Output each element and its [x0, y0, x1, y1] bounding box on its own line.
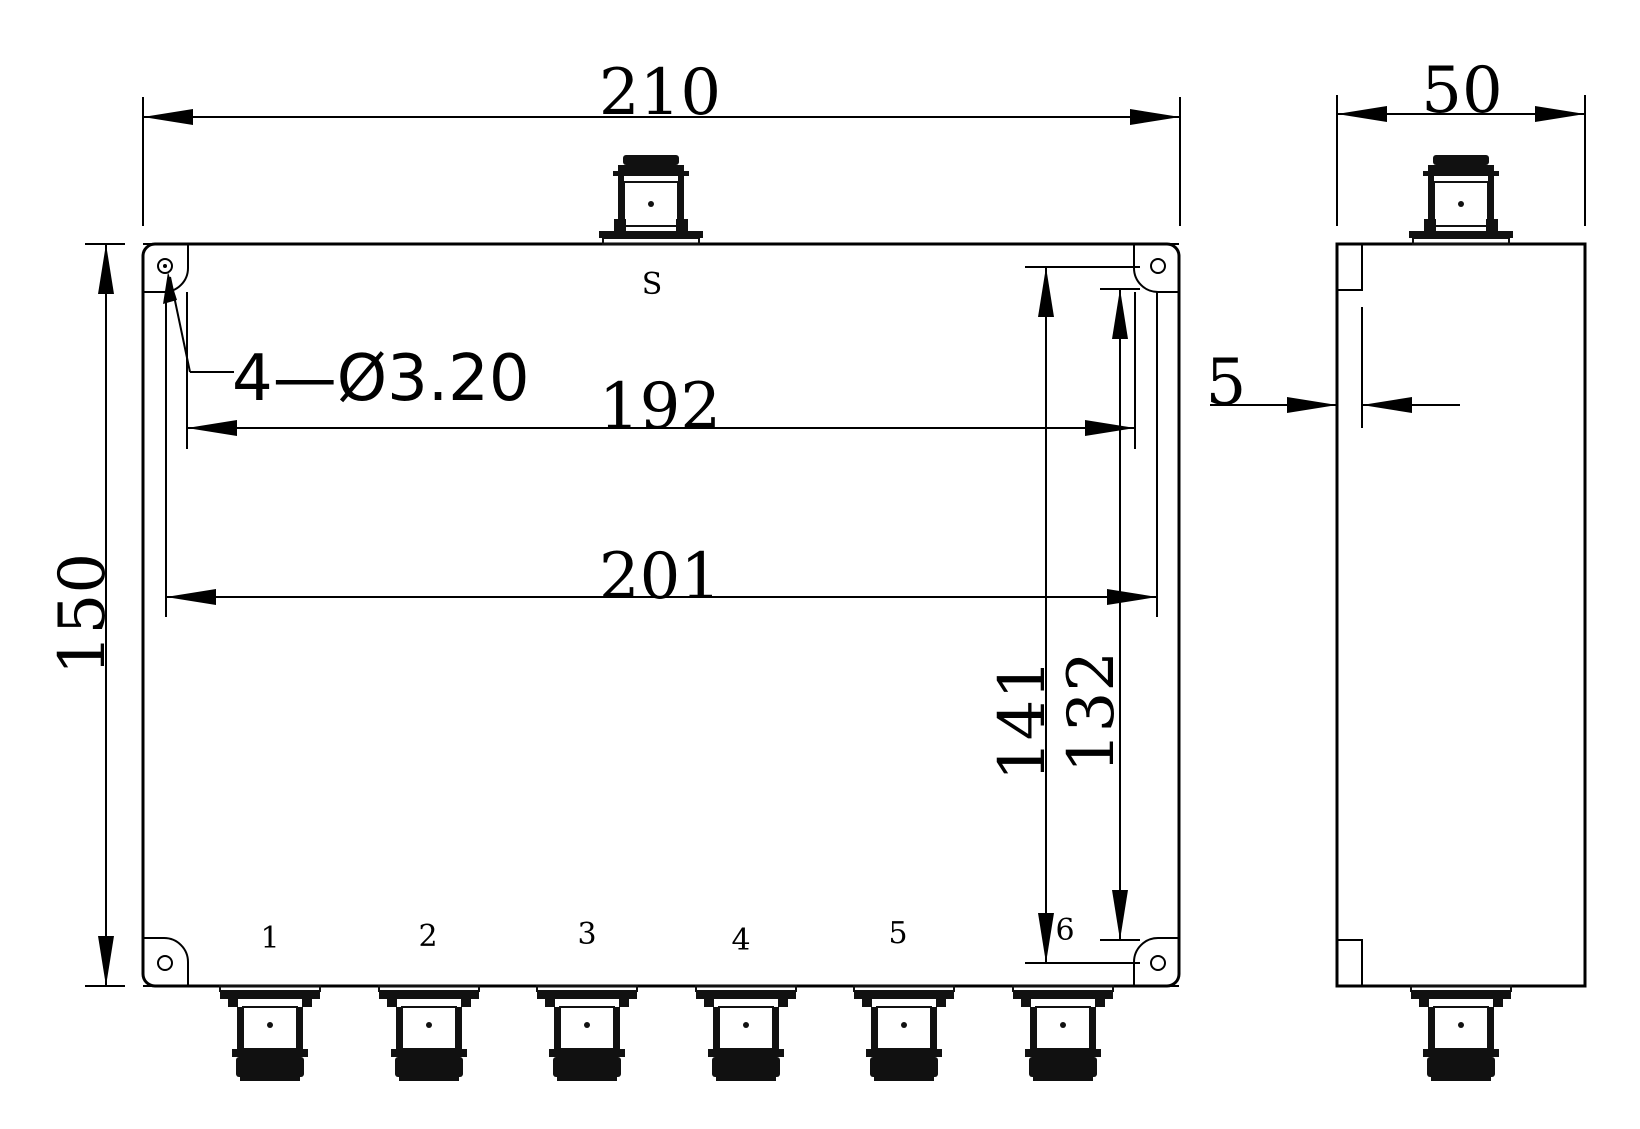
dimension-192-text: 192: [599, 370, 721, 444]
dimension-side-depth: 50: [1336, 54, 1586, 226]
output-connector-2: [378, 985, 480, 1082]
dimension-overall-width: 210: [142, 56, 1181, 226]
dimension-150-text: 150: [46, 553, 120, 675]
output-connector-6: [1012, 985, 1114, 1082]
output-connector-1: [219, 985, 321, 1082]
side-connector-bottom: [1410, 985, 1512, 1082]
dimension-210-text: 210: [599, 56, 721, 130]
dimension-141-text: 141: [986, 659, 1060, 781]
dimension-hole-spacing: 192: [186, 292, 1136, 449]
output-connector-4: [695, 985, 797, 1082]
mounting-hole-bottom-right: [1133, 937, 1179, 987]
output-port-label-1: 1: [260, 921, 279, 956]
mounting-hole-top-left: [143, 243, 189, 293]
dimension-height-141: 141: [986, 266, 1140, 964]
hole-callout-text: 4—Ø3.20: [232, 342, 530, 416]
dimension-5-text: 5: [1206, 346, 1247, 420]
side-connector-top: [1408, 154, 1514, 245]
output-connectors: [219, 985, 1114, 1082]
dimension-overall-height: 150: [46, 243, 125, 987]
dimension-132-text: 132: [1055, 651, 1129, 773]
dimension-wall-thickness: 5: [1206, 307, 1460, 428]
input-port-label: S: [642, 267, 663, 302]
output-port-label-5: 5: [888, 916, 907, 951]
mounting-hole-bottom-left: [143, 937, 189, 987]
side-view: [1335, 154, 1587, 1082]
side-body-outline: [1335, 242, 1587, 988]
hole-callout: 4—Ø3.20: [163, 272, 530, 416]
input-connector-top: [598, 154, 704, 245]
output-port-label-2: 2: [418, 919, 437, 954]
output-connector-3: [536, 985, 638, 1082]
dimension-height-132: 132: [1055, 288, 1140, 941]
output-port-label-3: 3: [577, 917, 596, 952]
output-port-label-6: 6: [1055, 913, 1074, 948]
front-view: S 1 2 3 4 5 6: [141, 154, 1181, 1082]
dimension-201-text: 201: [599, 540, 721, 614]
output-port-labels: 1 2 3 4 5 6: [260, 913, 1074, 958]
output-port-label-4: 4: [731, 923, 750, 958]
dimension-flange-width: 201: [165, 292, 1158, 617]
mounting-hole-top-right: [1133, 243, 1179, 293]
output-connector-5: [853, 985, 955, 1082]
dimension-50-text: 50: [1421, 54, 1502, 128]
